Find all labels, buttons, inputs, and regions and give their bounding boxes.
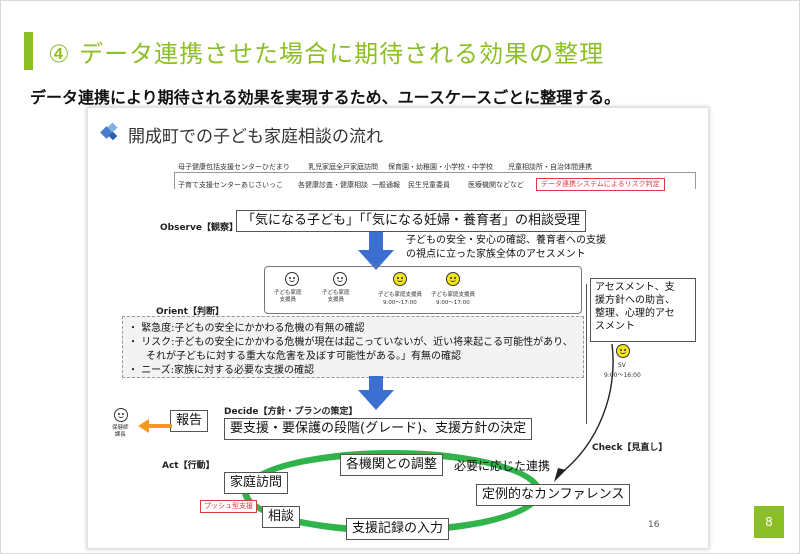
risk-assessment-tag: データ連携システムによるリスク判定 xyxy=(536,178,665,191)
staff-4-time: 9:00～17:00 xyxy=(436,300,470,306)
staff-4-face-icon xyxy=(446,272,460,286)
as-needed-text: 必要に応じた連携 xyxy=(454,459,551,473)
slide-page-number: 16 xyxy=(648,520,660,530)
down-arrow-2-icon xyxy=(358,376,394,414)
staff-1-role: 子ども家庭 支援員 xyxy=(274,290,302,303)
staff-3-role: 子ども家庭支援員 xyxy=(378,292,423,298)
observe-box: 「気になる子ども」「「気になる妊婦・養育者」の相談受理 xyxy=(236,210,587,232)
orient-label: Orient【判断】 xyxy=(156,307,224,317)
conference-box: 定例的なカンファレンス xyxy=(476,484,631,506)
staff-2-role: 子ども家庭 支援員 xyxy=(322,290,350,303)
check-arrow-icon xyxy=(548,343,628,488)
page-number: 8 xyxy=(754,506,784,538)
slide-title: 開成町での子ども家庭相談の流れ xyxy=(128,127,383,147)
staff-3-face-icon xyxy=(393,272,407,286)
check-label: Check【見直し】 xyxy=(592,443,668,453)
staff-4-role: 子ども家庭支援員 xyxy=(431,292,476,298)
home-visit-box: 家庭訪問 xyxy=(224,472,289,494)
org-4: 児童相談所・自治体間連携 xyxy=(508,163,592,171)
staff-1-face-icon xyxy=(285,272,299,286)
sv-time: 9:00～16:00 xyxy=(604,372,641,379)
down-arrow-1-icon xyxy=(358,232,394,274)
staff-2-face-icon xyxy=(333,272,347,286)
slide-logo-icon xyxy=(100,122,120,142)
sv-bracket xyxy=(586,284,595,424)
orient-item-1: ・ 緊急度:子どもの安全にかかわる危機の有無の確認 xyxy=(128,323,365,334)
page-subtitle: データ連携により期待される効果を実現するため、ユースケースごとに整理する。 xyxy=(30,88,621,107)
org-9: 医療機関などなど xyxy=(468,181,524,189)
assessment-note: 子どもの安全・安心の確認、養育者への支援 の視点に立った家族全体のアセスメント xyxy=(406,235,606,260)
org-6: 各健康診査・健康相談 xyxy=(298,181,368,189)
coordination-box: 各機関との調整 xyxy=(340,454,443,476)
org-3: 保育園・幼稚園・小学校・中学校 xyxy=(388,163,493,171)
act-label: Act【行動】 xyxy=(162,461,215,471)
assessment-advice-box: アセスメント、支 援方針への助言、 整理、心理的アセ スメント xyxy=(590,278,696,342)
staff-3-time: 9:00～17:00 xyxy=(383,300,417,306)
org-bracket xyxy=(174,172,696,189)
orient-item-4: ・ ニーズ:家族に対する必要な支援の確認 xyxy=(128,365,315,376)
health-chief-face-icon xyxy=(114,408,128,422)
org-5: 子育て支援センターあじさいっこ xyxy=(178,181,283,189)
orient-item-2: ・ リスク:子どもの安全にかかわる危機が現在は起こっていないが、近い将来起こる可… xyxy=(128,337,573,348)
orient-item-3: それが子どもに対する重大な危害を及ぼす可能性がある。」有無の確認 xyxy=(146,351,461,362)
health-chief-label: 保健師 課長 xyxy=(112,425,129,438)
org-7: 一般通報 xyxy=(372,181,400,189)
report-arrow-icon xyxy=(138,418,172,437)
org-1: 母子健康包括支援センターひだまり xyxy=(178,163,290,171)
sv-face-icon xyxy=(616,344,630,358)
title-accent-bar xyxy=(24,32,33,70)
decide-label: Decide【方針・プランの策定】 xyxy=(224,407,358,417)
observe-label: Observe【観察】 xyxy=(160,223,238,233)
sv-name: SV xyxy=(618,362,626,369)
record-box: 支援記録の入力 xyxy=(346,518,450,540)
report-box: 報告 xyxy=(170,410,209,432)
org-2: 乳児家庭全戸家庭訪問 xyxy=(308,163,378,171)
org-8: 民生児童委員 xyxy=(408,181,450,189)
push-support-tag: プッシュ型支援 xyxy=(200,500,257,513)
decide-box: 要支援・要保護の段階(グレード)、支援方針の決定 xyxy=(224,418,533,440)
embedded-slide: 開成町での子ども家庭相談の流れ 母子健康包括支援センターひだまり 乳児家庭全戸家… xyxy=(87,107,709,549)
orient-box xyxy=(122,316,584,378)
consult-box: 相談 xyxy=(262,506,301,528)
page-title: ④ データ連携させた場合に期待される効果の整理 xyxy=(48,40,605,68)
staff-box xyxy=(264,266,582,314)
